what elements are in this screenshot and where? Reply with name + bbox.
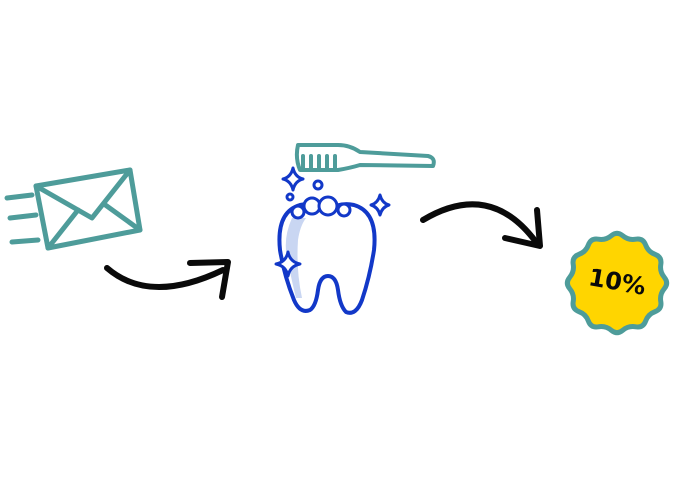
tooth-outline [277,202,377,315]
envelope-fold-left [45,207,81,251]
arrow-to-badge [420,201,543,249]
bubble [336,202,352,218]
envelope-body [33,167,143,251]
arrow-head [502,207,543,249]
sparkle-icon [274,250,302,278]
arrow-shaft [420,201,539,245]
clean-tooth-icon [274,166,391,315]
tooth-shading [285,218,306,298]
toothbrush-handle [294,143,436,172]
foam-bubbles [285,179,352,220]
envelope-flap [33,167,133,221]
speed-line [4,192,35,201]
bubble [285,192,295,202]
arrow-shaft [104,265,226,290]
speed-line [7,212,39,221]
discount-badge-icon: 10% [564,230,670,336]
sparkle-icon [369,193,391,217]
speed-line [9,237,41,245]
badge-shape [564,230,670,336]
fast-mail-envelope-icon [4,167,143,251]
bubble [290,204,306,220]
arrow-head [187,259,231,300]
sparkles [274,166,391,278]
envelope-fold-right [101,201,143,233]
arrow-to-tooth [104,259,231,300]
bubble [312,179,324,191]
sparkle-icon [281,166,305,192]
bubble [317,195,339,217]
toothbrush-icon [294,143,436,172]
